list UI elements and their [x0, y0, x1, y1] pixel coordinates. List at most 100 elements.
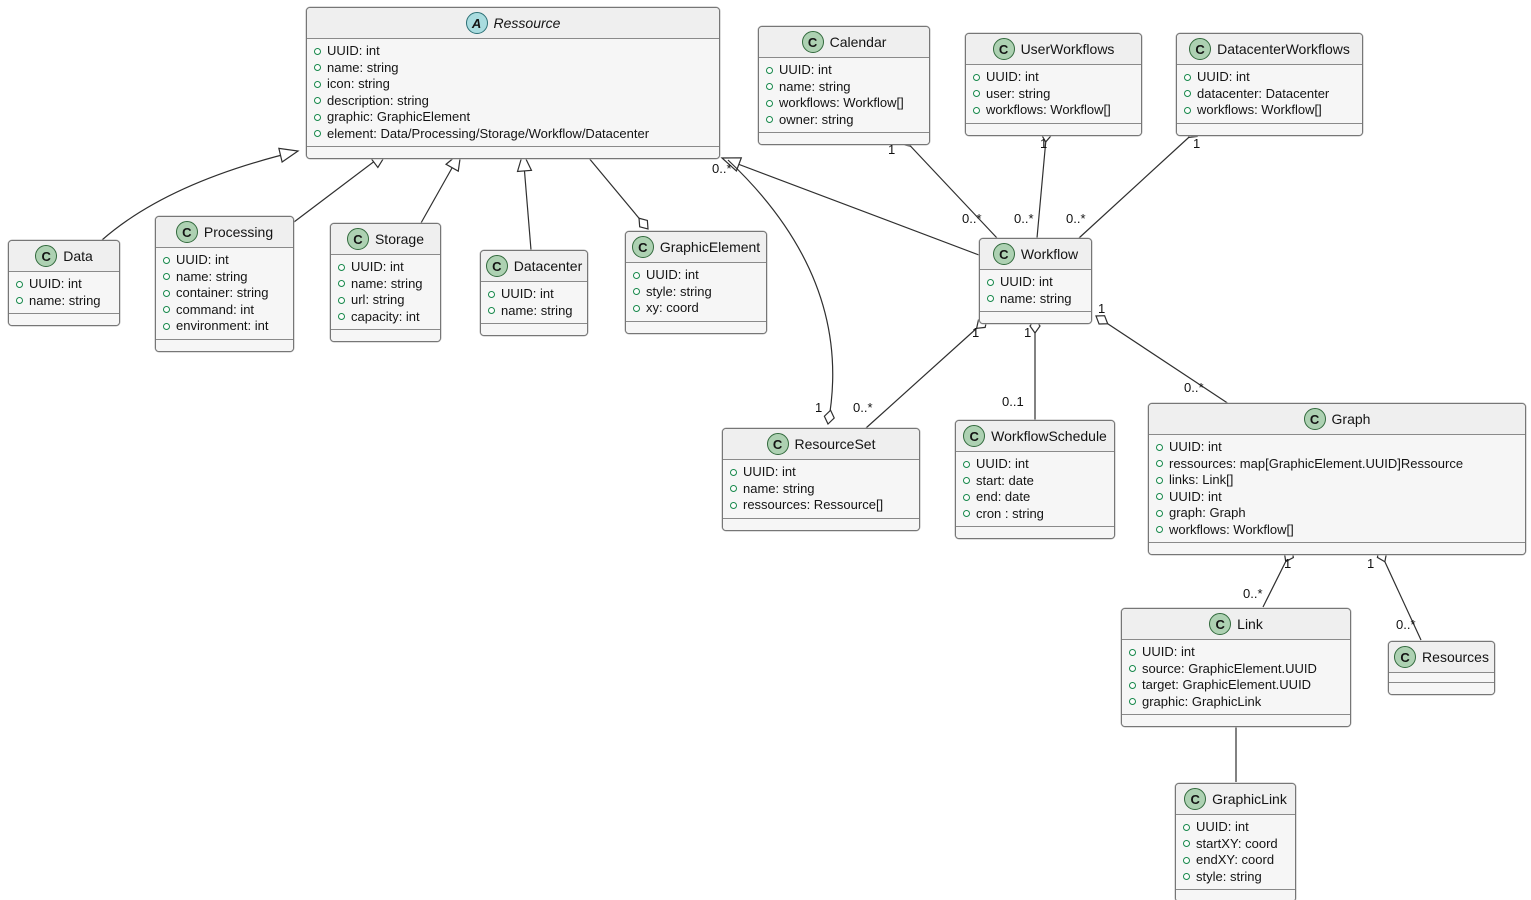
- class-attribute: UUID: int: [1155, 439, 1517, 456]
- attribute-text: UUID: int: [1197, 69, 1250, 84]
- field-visibility-icon: [314, 64, 321, 72]
- attribute-text: datacenter: Datacenter: [1197, 85, 1330, 101]
- class-attribute: description: string: [313, 93, 711, 110]
- field-visibility-icon: [987, 278, 994, 286]
- attribute-text: UUID: int: [327, 43, 380, 58]
- attribute-text: target: GraphicElement.UUID: [1142, 677, 1312, 692]
- class-badge-icon: C: [766, 433, 789, 455]
- class-attribute: style: string: [1182, 869, 1287, 886]
- attribute-text: user: string: [986, 85, 1051, 101]
- field-visibility-icon: [163, 289, 170, 297]
- class-resources[interactable]: C Resources: [1388, 641, 1495, 695]
- attribute-text: UUID: int: [1169, 488, 1222, 504]
- class-graph-name: Graph: [1331, 411, 1371, 427]
- attribute-text: ressources: Ressource[]: [743, 497, 884, 512]
- class-attribute: UUID: int: [1128, 644, 1342, 661]
- multiplicity-graph-resources: 0..*: [1396, 617, 1416, 632]
- attribute-text: UUID: int: [1196, 819, 1249, 834]
- class-resourceset-header: C ResourceSet: [723, 429, 919, 460]
- edge-graph-link: [1262, 549, 1292, 608]
- field-visibility-icon: [766, 66, 773, 74]
- attribute-text: name: string: [501, 302, 573, 318]
- class-data-name: Data: [63, 248, 93, 264]
- edge-calendar-workflow: [901, 136, 998, 239]
- field-visibility-icon: [766, 116, 773, 124]
- edge-resourceset-ressource: [727, 159, 833, 424]
- attribute-text: UUID: int: [29, 276, 82, 291]
- multiplicity-workflow-graph-end: 1: [1098, 301, 1106, 316]
- class-ressource-header: A Ressource: [307, 8, 719, 39]
- attribute-text: style: string: [646, 283, 712, 299]
- class-attribute: UUID: int: [962, 456, 1106, 473]
- field-visibility-icon: [1184, 90, 1191, 98]
- class-graphiclink-header: C GraphicLink: [1176, 784, 1295, 815]
- edge-data-extends-ressource: [101, 147, 300, 241]
- attribute-text: xy: coord: [646, 300, 699, 315]
- class-badge-icon: C: [992, 38, 1015, 60]
- multiplicity-graph-resources-end: 1: [1367, 556, 1375, 571]
- class-workflowschedule-header: C WorkflowSchedule: [956, 421, 1114, 452]
- class-badge-icon: C: [485, 255, 508, 277]
- attribute-text: end: date: [976, 489, 1031, 504]
- class-attribute: name: string: [162, 269, 285, 286]
- multiplicity-ressource-in-set: 0..*: [712, 161, 732, 176]
- class-attribute: ressources: map[GraphicElement.UUID]Ress…: [1155, 456, 1517, 473]
- attribute-text: UUID: int: [501, 286, 554, 301]
- attribute-text: name: string: [743, 480, 815, 496]
- field-visibility-icon: [16, 297, 23, 305]
- attribute-text: links: Link[]: [1169, 472, 1234, 487]
- class-attribute: UUID: int: [986, 274, 1083, 291]
- class-calendar-methods-compartment: [759, 133, 929, 144]
- edge-processing-extends-ressource: [293, 150, 390, 223]
- multiplicity-calendar-end: 1: [888, 142, 896, 157]
- field-visibility-icon: [163, 256, 170, 264]
- multiplicity-userworkflows-workflows: 0..*: [1014, 211, 1034, 226]
- class-resourceset-methods-compartment: [723, 518, 919, 530]
- attribute-text: UUID: int: [986, 69, 1039, 84]
- class-link-name: Link: [1237, 616, 1263, 632]
- field-visibility-icon: [1156, 509, 1163, 517]
- field-visibility-icon: [314, 80, 321, 88]
- class-attribute: user: string: [972, 86, 1133, 103]
- class-processing-name: Processing: [203, 224, 274, 240]
- attribute-text: workflows: Workflow[]: [779, 95, 904, 110]
- class-attribute: graphic: GraphicLink: [1128, 694, 1342, 711]
- field-visibility-icon: [1129, 681, 1136, 689]
- field-visibility-icon: [314, 130, 321, 138]
- attribute-text: description: string: [327, 92, 429, 108]
- field-visibility-icon: [338, 280, 345, 288]
- class-storage-methods-compartment: [331, 330, 440, 341]
- edge-workflow-graph: [1096, 316, 1230, 405]
- multiplicity-graph-links: 0..*: [1243, 586, 1263, 601]
- class-badge-icon: C: [346, 228, 369, 250]
- attribute-text: workflows: Workflow[]: [986, 102, 1111, 117]
- class-resourceset-name: ResourceSet: [794, 436, 876, 452]
- field-visibility-icon: [314, 47, 321, 55]
- field-visibility-icon: [633, 288, 640, 296]
- class-attribute: UUID: int: [1183, 69, 1354, 86]
- class-attribute: workflows: Workflow[]: [972, 102, 1133, 119]
- class-attribute: UUID: int: [1182, 819, 1287, 836]
- class-badge-icon: C: [631, 236, 654, 258]
- field-visibility-icon: [963, 493, 970, 501]
- class-attribute: workflows: Workflow[]: [1183, 102, 1354, 119]
